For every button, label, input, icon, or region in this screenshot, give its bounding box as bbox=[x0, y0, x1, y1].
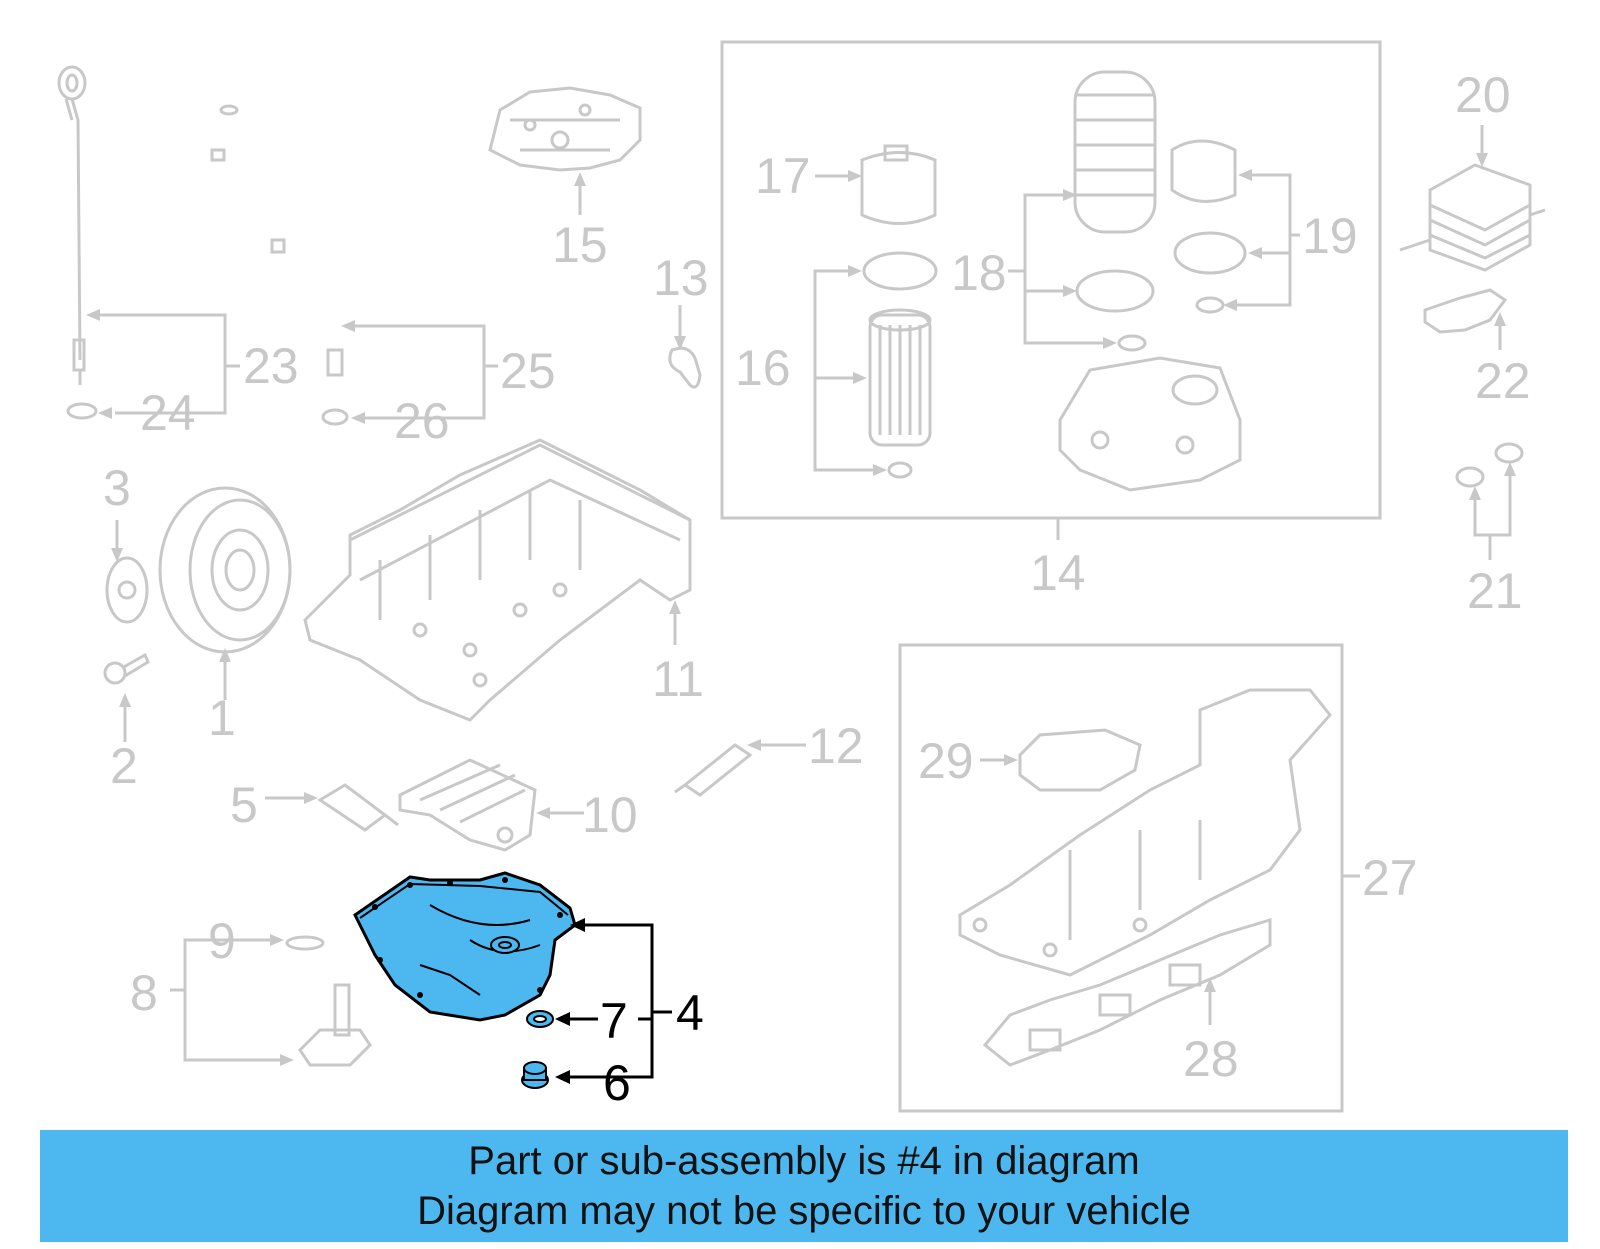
callout-7: 7 bbox=[600, 993, 628, 1049]
callout-5: 5 bbox=[230, 777, 258, 833]
pulley-drawing bbox=[103, 486, 292, 685]
oil-filter-housing-drawing bbox=[860, 70, 1247, 492]
callout-15: 15 bbox=[552, 217, 608, 273]
callout-1: 1 bbox=[208, 690, 236, 746]
callout-24: 24 bbox=[140, 385, 196, 441]
callout-26: 26 bbox=[394, 393, 450, 449]
leader-lines bbox=[86, 125, 1516, 1084]
dipstick-tube-drawing bbox=[210, 104, 349, 426]
intake-manifold-drawing bbox=[958, 688, 1332, 1067]
callout-3: 3 bbox=[103, 460, 131, 516]
callout-2: 2 bbox=[110, 738, 138, 794]
callout-29: 29 bbox=[918, 733, 974, 789]
engine-block-drawing bbox=[303, 438, 692, 722]
group-box-14 bbox=[720, 40, 1382, 520]
callout-11: 11 bbox=[652, 651, 704, 707]
callout-19: 19 bbox=[1302, 208, 1358, 264]
bracket-10-drawing bbox=[398, 758, 537, 852]
oil-level-sensor-drawing bbox=[285, 935, 372, 1067]
callout-28: 28 bbox=[1183, 1031, 1239, 1087]
callout-20: 20 bbox=[1455, 67, 1511, 123]
group-box-27 bbox=[898, 643, 1344, 1113]
callout-labels: 1 2 3 4 5 6 7 8 9 10 11 12 13 14 15 16 1… bbox=[103, 67, 1531, 1111]
dipstick-drawing bbox=[57, 65, 98, 420]
footer-part-note: Part or sub-assembly is #4 in diagram bbox=[468, 1139, 1140, 1183]
callout-9: 9 bbox=[208, 913, 236, 969]
engine-cover-15-drawing bbox=[488, 86, 642, 172]
footer-banner: Part or sub-assembly is #4 in diagram Di… bbox=[40, 1130, 1568, 1242]
callout-12: 12 bbox=[808, 718, 864, 774]
callout-21: 21 bbox=[1467, 563, 1523, 619]
sealant-tube-12-drawing bbox=[674, 743, 753, 797]
o-rings-21-drawing bbox=[1455, 442, 1524, 488]
callout-18: 18 bbox=[951, 245, 1007, 301]
callout-22: 22 bbox=[1475, 353, 1531, 409]
drain-plug-6 bbox=[521, 1061, 549, 1089]
callout-8: 8 bbox=[130, 965, 158, 1021]
callout-17: 17 bbox=[755, 148, 811, 204]
callout-23: 23 bbox=[243, 338, 299, 394]
dipstick-o-ring bbox=[66, 402, 98, 420]
callout-14: 14 bbox=[1030, 545, 1086, 601]
oil-pan-highlight bbox=[353, 871, 577, 1089]
callout-13: 13 bbox=[653, 250, 709, 306]
callout-6: 6 bbox=[603, 1055, 631, 1111]
tube-o-ring bbox=[321, 408, 349, 426]
callout-25: 25 bbox=[500, 343, 556, 399]
callout-16: 16 bbox=[735, 340, 791, 396]
footer-disclaimer: Diagram may not be specific to your vehi… bbox=[417, 1189, 1191, 1233]
gasket-22-drawing bbox=[1423, 288, 1508, 334]
sealant-tube-5-drawing bbox=[317, 783, 399, 832]
callout-27: 27 bbox=[1362, 850, 1418, 906]
oil-cooler-20-drawing bbox=[1399, 163, 1546, 272]
callout-4: 4 bbox=[676, 985, 704, 1041]
callout-10: 10 bbox=[582, 787, 638, 843]
hose-13-drawing bbox=[668, 346, 702, 389]
